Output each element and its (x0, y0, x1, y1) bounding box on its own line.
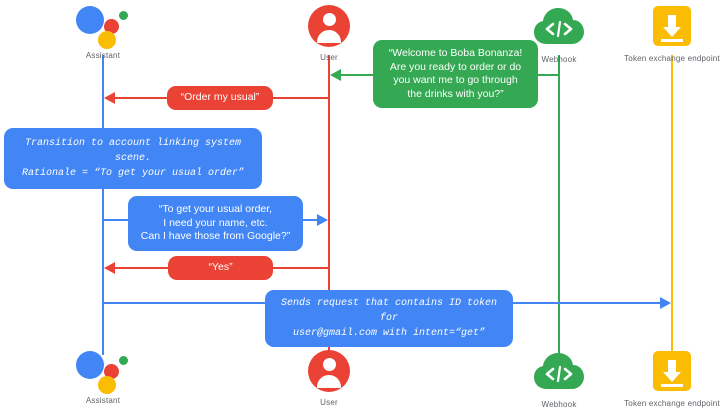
message-bubble-welcome: “Welcome to Boba Bonanza! Are you ready … (373, 40, 538, 108)
lifeline-token-endpoint (671, 55, 673, 355)
actor-label-user: User (320, 398, 338, 407)
cloud-code-icon (499, 7, 619, 53)
lifeline-user (328, 55, 330, 355)
actor-token-endpoint-top: Token exchange endpoint (612, 3, 725, 63)
actor-webhook-top: Webhook (499, 3, 619, 64)
note-token-request: Sends request that contains ID token for… (265, 290, 513, 347)
download-box-icon (612, 351, 725, 397)
lifeline-assistant (102, 55, 104, 355)
user-avatar-icon (269, 5, 389, 51)
arrowhead-consent-request (317, 214, 328, 226)
arrowhead-welcome (330, 69, 341, 81)
actor-label-token-endpoint: Token exchange endpoint (624, 399, 720, 408)
cloud-code-icon (499, 352, 619, 398)
message-bubble-order-my-usual: “Order my usual” (167, 86, 273, 110)
actor-label-assistant: Assistant (85, 396, 121, 405)
arrowhead-token-request (660, 297, 671, 309)
actor-assistant-bottom: Assistant (43, 348, 163, 405)
actor-user-bottom: User (269, 348, 389, 407)
actor-label-webhook: Webhook (541, 400, 577, 409)
message-bubble-consent-request: “To get your usual order, I need your na… (128, 196, 303, 251)
download-box-icon (612, 6, 725, 52)
arrowhead-order-my-usual (104, 92, 115, 104)
actor-webhook-bottom: Webhook (499, 348, 619, 409)
actor-label-user: User (320, 53, 338, 62)
actor-assistant-top: Assistant (43, 3, 163, 60)
message-bubble-yes: “Yes” (168, 256, 273, 280)
actor-label-token-endpoint: Token exchange endpoint (624, 54, 720, 63)
google-assistant-icon (43, 3, 163, 49)
note-transition-account-linking: Transition to account linking system sce… (4, 128, 262, 189)
google-assistant-icon (43, 348, 163, 394)
actor-user-top: User (269, 3, 389, 62)
lifeline-webhook (558, 55, 560, 355)
arrowhead-yes (104, 262, 115, 274)
user-avatar-icon (269, 350, 389, 396)
actor-label-webhook: Webhook (541, 55, 577, 64)
actor-token-endpoint-bottom: Token exchange endpoint (612, 348, 725, 408)
actor-label-assistant: Assistant (85, 51, 121, 60)
